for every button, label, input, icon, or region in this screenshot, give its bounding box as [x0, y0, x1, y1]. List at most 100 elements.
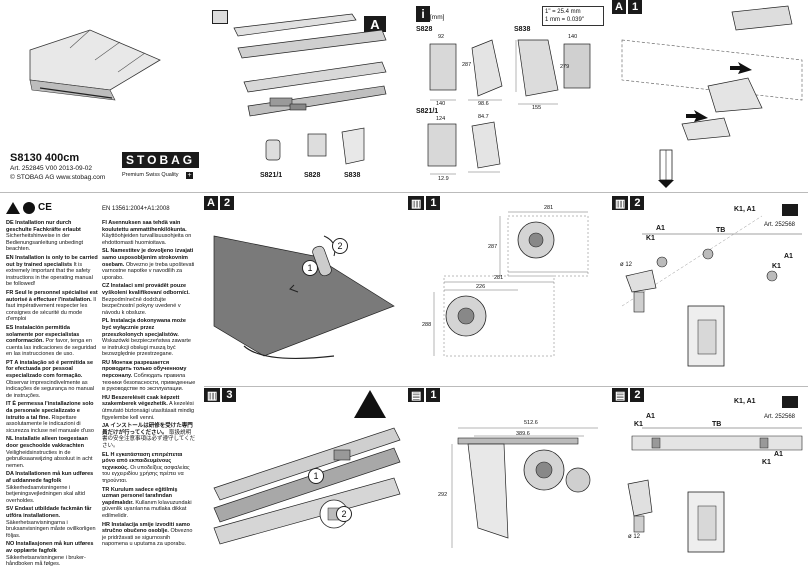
s8211-label: S821/1 [416, 108, 439, 115]
warning-item: FI Asennuksen saa tehdä vain koulutettu … [102, 220, 192, 246]
section-tag: A [364, 16, 386, 32]
dim-value: 292 [438, 492, 448, 498]
unit-label: [mm] [430, 14, 445, 21]
warning-item: HU Beszerelését csak képzett szakemberek… [102, 394, 195, 421]
step-tag-number: 1 [628, 0, 642, 14]
step-tag-number: 1 [426, 388, 441, 402]
article-number: Art. 252845 V00 2013-09-02 [10, 165, 93, 172]
a1-panel: A 1 [612, 0, 808, 190]
bracket-label: S828 [304, 172, 321, 179]
warning-item: IT È permessa l'installazione solo da pe… [6, 401, 94, 434]
warning-item: ES Instalación permitida solamente por e… [6, 324, 97, 358]
step-header: ▥ 2 [612, 196, 645, 210]
step-circle-2: 2 [332, 238, 348, 254]
warning-icons: CE [6, 202, 52, 214]
conversion-box: 1" = 25.4 mm 1 mm = 0.039" [542, 6, 604, 26]
dim-value: 140 [568, 34, 578, 40]
a2-panel: A 2 2 1 [204, 196, 404, 384]
dim-value: 281 [494, 275, 504, 281]
row-divider [204, 386, 808, 387]
warning-item: PL Instalacja dokonywana może być wyłącz… [102, 318, 191, 358]
warning-item: NO Installasjonen må kun utføres av oppl… [6, 541, 94, 568]
step-header: ▤ 2 [612, 388, 645, 402]
parts-illustration [233, 13, 387, 165]
warning-item: PT A instalação só é permitida se for ef… [6, 359, 95, 399]
warning-item: FR Seul le personnel spécialisé est auto… [6, 289, 98, 323]
parts-reference: K1, A1 [734, 398, 756, 405]
warning-item: RU Монтаж разрешается проводить только о… [102, 359, 196, 393]
step-header: A 1 [612, 0, 642, 14]
ceiling-dimension-panel: ▤ 1 512.6 389.6 292 [408, 388, 608, 571]
warning-item: DE Installation nur durch geschulte Fach… [6, 220, 84, 253]
step-circle-1: 1 [308, 468, 324, 484]
standard-number: EN 13561:2004+A1:2008 [102, 206, 170, 212]
step-circle-2: 2 [336, 506, 352, 522]
bracket-drawings [427, 39, 591, 175]
step-circle-1: 1 [302, 260, 318, 276]
conversion-mm: 1 mm = 0.039" [545, 17, 584, 23]
step3-illustration [213, 427, 401, 545]
row-divider [0, 192, 808, 193]
warning-list-left: DE Installation nur durch geschulte Fach… [6, 220, 98, 568]
wall-dimension-drawing [433, 211, 589, 357]
ceiling-drilling-panel: ▤ 2 K1, A1 Art. 252568 TB A1 K1 A1 K1 ø … [612, 388, 808, 571]
parts-panel: A S821/1 S828 S838 [204, 0, 404, 190]
article-ref: Art. 252568 [764, 414, 796, 420]
k1-label: K1 [762, 459, 771, 466]
brand-logo: STOBAG [122, 152, 200, 168]
bracket-label: S838 [344, 172, 361, 179]
article-ref: Art. 252568 [764, 222, 796, 228]
dim-value: 92 [438, 34, 445, 40]
ceiling-mount-icon: ▤ [612, 388, 629, 402]
a1-illustration [621, 5, 803, 188]
wall-mount-icon: ▥ [204, 388, 221, 402]
cover-panel: S8130 400cm Art. 252845 V00 2013-09-02 ©… [0, 0, 200, 190]
box-icon [212, 10, 228, 24]
drill-diameter: ø 12 [628, 534, 641, 540]
dim-value: 281 [544, 205, 554, 211]
warning-item: TR Kurulum sadece eğitilmiş uzman person… [102, 486, 192, 519]
dim-value: 279 [560, 64, 570, 70]
awning-illustration [29, 29, 161, 101]
wall-drilling-drawing [621, 215, 802, 367]
parts-reference: K1, A1 [734, 206, 756, 213]
warning-item: NL Installatie alleen toegestaan door ge… [6, 436, 93, 469]
brand-tagline: Premium Swiss Quality [122, 172, 179, 178]
dimensions-panel: i [mm] 1" = 25.4 mm 1 mm = 0.039" S828 S… [408, 0, 608, 190]
step-tag-number: 1 [426, 196, 441, 210]
manual-icon [23, 202, 35, 214]
model-title: S8130 400cm [10, 152, 80, 164]
s828-label: S828 [416, 26, 433, 33]
ce-mark-icon: CE [38, 202, 52, 213]
warning-item: EL Η εγκατάσταση επιτρέπεται μόνο από εκ… [102, 451, 190, 484]
warning-panel: CE EN 13561:2004+A1:2008 DE Installation… [0, 196, 200, 571]
dim-value: 12.9 [438, 176, 449, 182]
ceiling-mount-icon: ▤ [408, 388, 425, 402]
parts-box-icon [782, 396, 798, 408]
warning-triangle-icon [6, 202, 20, 214]
a1-label: A1 [656, 225, 665, 232]
step3-panel: ▥ 3 1 2 [204, 388, 404, 571]
ceiling-drilling-drawing [627, 427, 803, 553]
dim-value: 287 [462, 62, 472, 68]
warning-item: HR Instalacija smije izvoditi samo struč… [102, 521, 193, 548]
step-tag-number: 2 [630, 196, 645, 210]
ceiling-dimension-drawing [451, 427, 598, 548]
swiss-flag-icon: + [186, 172, 193, 179]
a1-label: A1 [774, 451, 783, 458]
warning-item: SL Namestitev je dovoljeno izvajati samo… [102, 248, 195, 281]
tb-label: TB [712, 421, 722, 428]
tb-label: TB [716, 227, 726, 234]
step-header: A 2 [204, 196, 234, 210]
a2-illustration [213, 235, 395, 360]
step-tag-letter: A [612, 0, 626, 14]
bracket-label: S821/1 [260, 172, 283, 179]
step-header: ▥ 1 [408, 196, 441, 210]
warning-item: CZ Instalaci smí provádět pouze vyškolen… [102, 283, 190, 316]
warning-list-right: FI Asennuksen saa tehdä vain koulutettu … [102, 220, 196, 548]
dim-value: 287 [488, 244, 498, 250]
wall-drilling-panel: ▥ 2 K1, A1 Art. 252568 TB A1 K1 A1 K1 ø … [612, 196, 808, 384]
drill-diameter: ø 12 [620, 262, 633, 268]
dim-value: 226 [476, 284, 486, 290]
step-tag-number: 2 [220, 196, 234, 210]
